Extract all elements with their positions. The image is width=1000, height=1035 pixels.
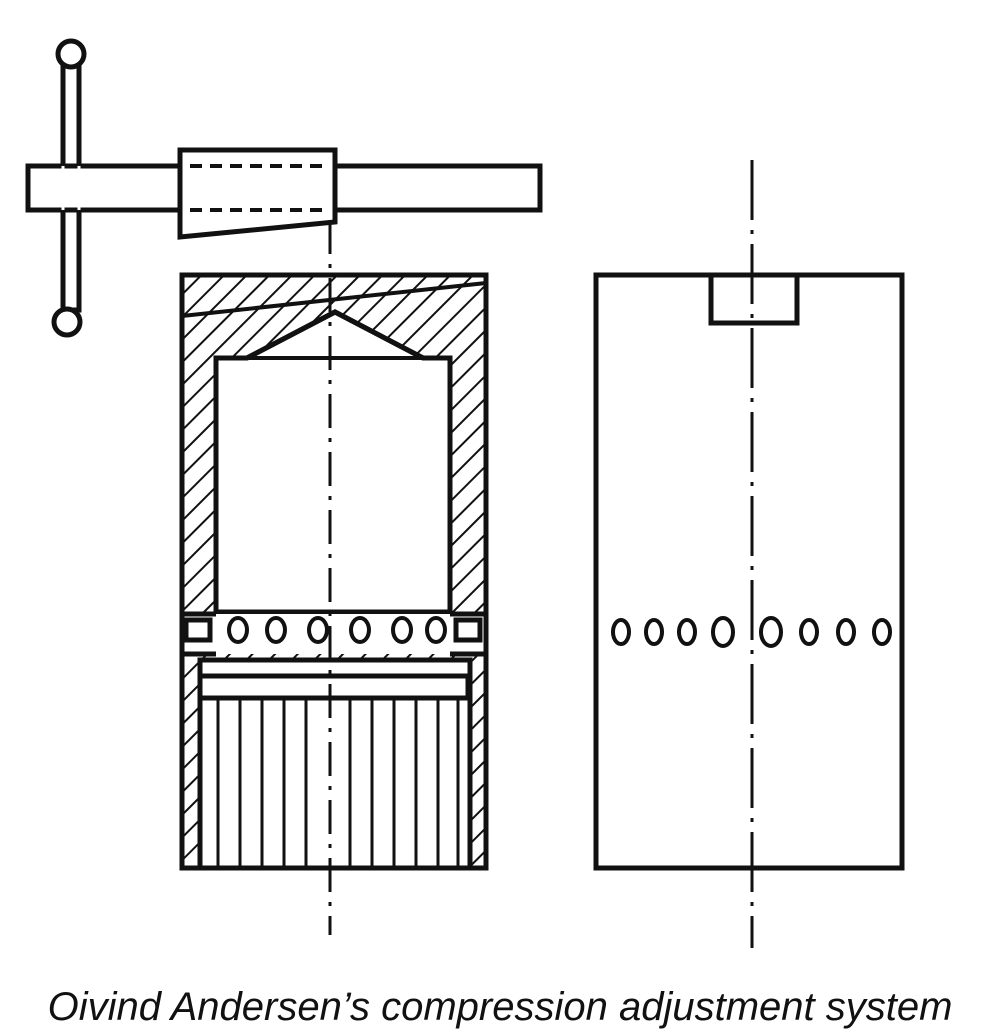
- port: [799, 618, 819, 646]
- port: [677, 618, 697, 646]
- piston-crown: [197, 673, 471, 701]
- tapered-nut: [177, 147, 338, 240]
- port: [836, 618, 856, 646]
- t-handle: [25, 38, 543, 338]
- figure-caption: Oivind Andersen’s compression adjustment…: [47, 985, 953, 1029]
- grip-knob-top: [55, 38, 87, 70]
- port: [265, 616, 287, 644]
- port: [349, 616, 371, 644]
- port: [644, 618, 664, 646]
- port: [711, 616, 735, 648]
- port: [307, 616, 329, 644]
- diagram: [25, 38, 905, 948]
- piston-laminations: [216, 700, 460, 866]
- right-ports: [611, 616, 892, 648]
- right-body: [593, 272, 905, 871]
- port: [425, 616, 447, 644]
- right-slot: [708, 272, 800, 326]
- right-assembly-view: [593, 272, 905, 871]
- hatched-wall: [179, 272, 489, 871]
- port: [227, 616, 249, 644]
- left-assembly-section: [179, 272, 489, 871]
- port: [391, 616, 413, 644]
- port: [759, 616, 783, 648]
- grip-knob-bottom: [51, 306, 83, 338]
- port: [611, 618, 631, 646]
- left-ports: [227, 616, 447, 644]
- port: [872, 618, 892, 646]
